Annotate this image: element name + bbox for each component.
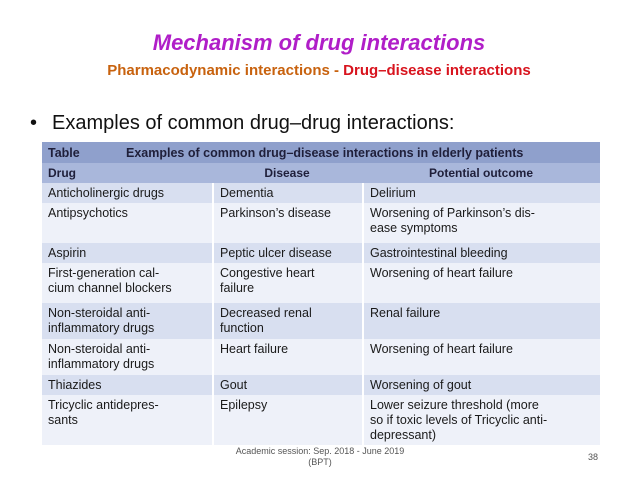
page-number: 38: [588, 452, 599, 462]
cell-outcome: Delirium: [362, 183, 600, 203]
cell-outcome: Worsening of Parkinson’s dis- ease sympt…: [362, 203, 600, 243]
bullet-text: Examples of common drug–drug interaction…: [52, 112, 455, 134]
column-header-disease: Disease: [264, 166, 310, 180]
cell-drug: First-generation cal- cium channel block…: [48, 266, 172, 295]
subtitle-drug-disease: Drug–disease interactions: [343, 62, 531, 79]
slide-subtitle: Pharmacodynamic interactions - Drug–dise…: [0, 62, 638, 79]
table-row: First-generation cal- cium channel block…: [42, 263, 600, 303]
table-caption: Examples of common drug–disease interact…: [126, 145, 524, 160]
cell-drug: Tricyclic antidepres- sants: [48, 398, 159, 427]
cell-disease: Gout: [212, 375, 362, 395]
cell-drug: Antipsychotics: [48, 206, 128, 220]
cell-outcome: Worsening of heart failure: [362, 339, 600, 375]
bullet-icon: •: [30, 112, 38, 134]
cell-disease: Peptic ulcer disease: [212, 243, 362, 263]
table-column-headers: Drug Disease Potential outcome: [42, 163, 600, 183]
table-caption-bar: Table Examples of common drug–disease in…: [42, 142, 600, 163]
table-label: Table: [48, 145, 80, 160]
footer-line-1: Academic session: Sep. 2018 - June 2019: [235, 446, 405, 456]
cell-drug: Non-steroidal anti- inflammatory drugs: [48, 342, 155, 371]
slide-title: Mechanism of drug interactions: [152, 30, 486, 55]
bullet-point: • Examples of common drug–drug interactio…: [30, 112, 454, 135]
cell-outcome: Worsening of gout: [362, 375, 600, 395]
cell-disease: Epilepsy: [212, 395, 362, 445]
cell-outcome: Renal failure: [362, 303, 600, 339]
footer-session: Academic session: Sep. 2018 - June 2019 …: [205, 446, 435, 468]
interactions-table: Table Examples of common drug–disease in…: [42, 142, 600, 457]
column-header-drug: Drug: [48, 166, 76, 180]
cell-outcome: Gastrointestinal bleeding: [362, 243, 600, 263]
subtitle-pharmacodynamic: Pharmacodynamic interactions -: [107, 62, 344, 79]
footer-line-2: (BPT): [308, 457, 332, 467]
column-header-outcome: Potential outcome: [428, 166, 533, 180]
cell-drug: Anticholinergic drugs: [48, 186, 165, 200]
cell-outcome: Lower seizure threshold (more so if toxi…: [362, 395, 600, 445]
cell-drug: Thiazides: [48, 378, 102, 392]
cell-disease: Congestive heart failure: [212, 263, 362, 303]
cell-disease: Decreased renal function: [212, 303, 362, 339]
cell-disease: Parkinson’s disease: [212, 203, 362, 243]
cell-disease: Dementia: [212, 183, 362, 203]
cell-disease: Heart failure: [212, 339, 362, 375]
cell-drug: Aspirin: [48, 246, 87, 260]
cell-outcome: Worsening of heart failure: [362, 263, 600, 303]
table-row: Non-steroidal anti- inflammatory drugs He…: [42, 339, 600, 375]
table-row: Non-steroidal anti- inflammatory drugs De…: [42, 303, 600, 339]
cell-drug: Non-steroidal anti- inflammatory drugs: [48, 306, 155, 335]
